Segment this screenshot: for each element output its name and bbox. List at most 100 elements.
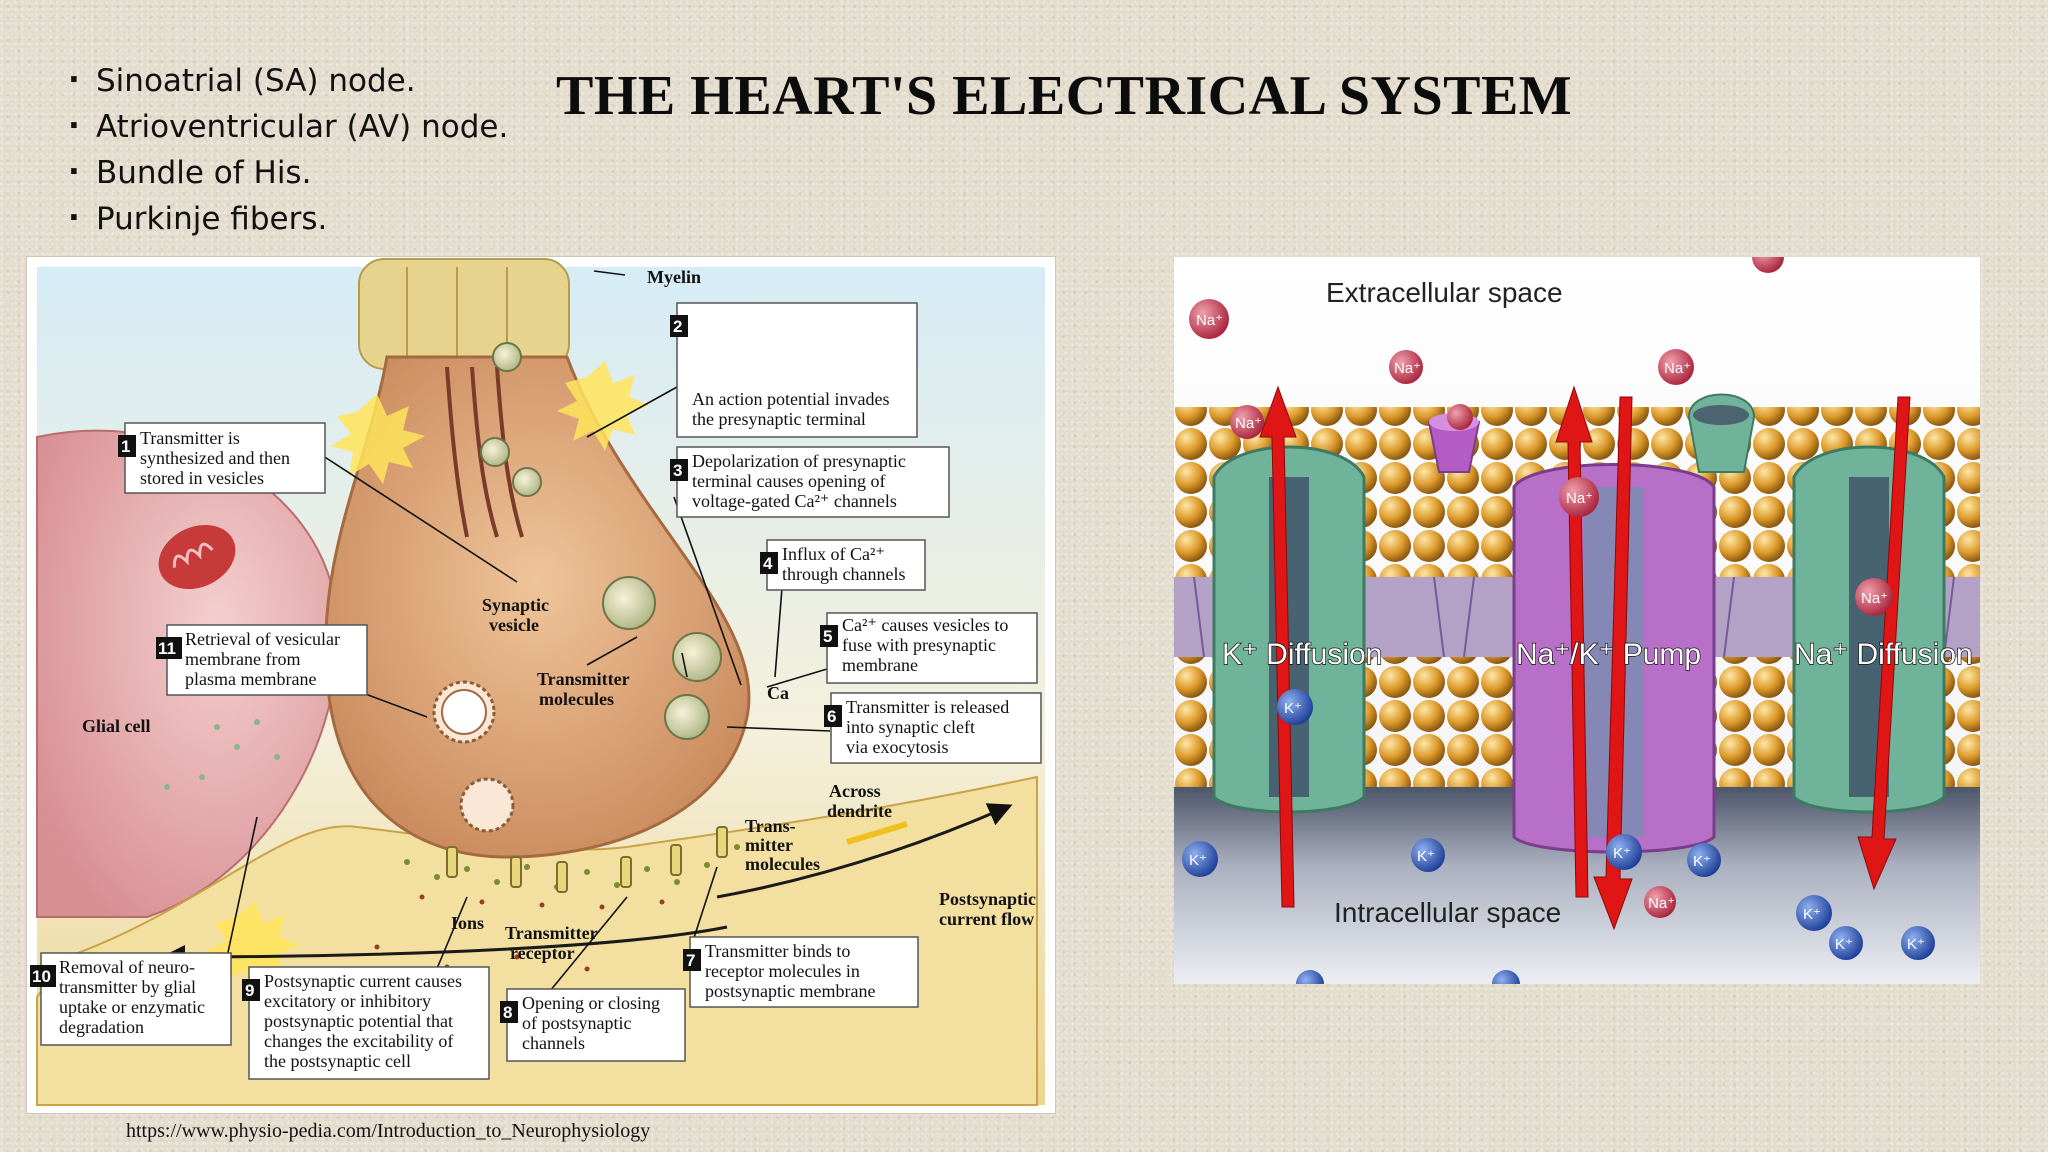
svg-text:excitatory or inhibitory: excitatory or inhibitory <box>264 991 431 1011</box>
label-trans-mitter-1: Trans- <box>745 816 796 836</box>
step-box-10: 10 Removal of neuro- transmitter by glia… <box>30 952 232 1046</box>
label-glial-cell: Glial cell <box>82 716 150 736</box>
step-box-9: 9 Postsynaptic current causes excitatory… <box>242 966 490 1080</box>
svg-text:via exocytosis: via exocytosis <box>846 737 948 757</box>
svg-text:into synaptic cleft: into synaptic cleft <box>846 717 975 737</box>
label-trans-mitter-2: mitter <box>745 835 793 855</box>
step-box-4: 4 Influx of Ca²⁺ through channels <box>760 539 926 591</box>
svg-text:8: 8 <box>503 1003 512 1022</box>
slide-title: THE HEART'S ELECTRICAL SYSTEM <box>556 65 1573 127</box>
label-transmitter-molecules-1: Transmitter <box>537 669 630 689</box>
svg-text:plasma membrane: plasma membrane <box>185 669 316 689</box>
svg-text:K⁺: K⁺ <box>1907 936 1925 953</box>
svg-text:K⁺: K⁺ <box>1189 852 1207 869</box>
svg-text:receptor molecules in: receptor molecules in <box>705 961 860 981</box>
svg-text:Transmitter is released: Transmitter is released <box>846 697 1009 717</box>
label-postsynaptic-current-1: Postsynaptic <box>939 889 1036 909</box>
step-box-7: 7 Transmitter binds to receptor molecule… <box>683 936 919 1008</box>
svg-text:changes the excitability of: changes the excitability of <box>264 1031 453 1051</box>
svg-text:9: 9 <box>245 981 254 1000</box>
step-box-3: 3 Depolarization of presynaptic terminal… <box>670 446 950 518</box>
svg-text:stored in vesicles: stored in vesicles <box>140 468 264 488</box>
bullet-item-sa-node: Sinoatrial (SA) node. <box>66 57 508 104</box>
label-extracellular-space: Extracellular space <box>1326 277 1563 308</box>
mitochondrion-icon <box>158 524 236 590</box>
k-influx-arrow <box>1593 396 1633 931</box>
step-box-8: 8 Opening or closing of postsynaptic cha… <box>500 988 686 1062</box>
svg-text:2: 2 <box>673 317 682 336</box>
step-box-6: 6 Transmitter is released into synaptic … <box>824 692 1042 764</box>
label-myelin: Myelin <box>647 267 701 287</box>
step-box-2: 2 An action potential invades the presyn… <box>670 302 918 438</box>
svg-text:1: 1 <box>121 437 130 456</box>
svg-text:the presynaptic terminal: the presynaptic terminal <box>692 409 866 429</box>
svg-text:K⁺: K⁺ <box>1613 845 1631 862</box>
bullet-list: Sinoatrial (SA) node. Atrioventricular (… <box>66 57 508 242</box>
label-transmitter-receptor-1: Transmitter <box>505 923 598 943</box>
svg-text:Postsynaptic current causes: Postsynaptic current causes <box>264 971 462 991</box>
membrane-diagram: Na⁺ Na⁺ Na⁺ Na⁺ Na⁺ Na⁺ Na⁺ K⁺ K⁺ K⁺ K⁺ … <box>1174 257 1980 984</box>
svg-text:postsynaptic membrane: postsynaptic membrane <box>705 981 875 1001</box>
na-ion-group: Na⁺ Na⁺ Na⁺ Na⁺ Na⁺ Na⁺ Na⁺ <box>1189 257 1893 918</box>
svg-text:6: 6 <box>827 707 836 726</box>
presynaptic-terminal <box>324 355 751 859</box>
svg-text:4: 4 <box>763 554 773 573</box>
na-influx-arrow <box>1857 396 1911 891</box>
na-efflux-arrow <box>1555 385 1593 898</box>
svg-text:K⁺: K⁺ <box>1835 936 1853 953</box>
svg-text:10: 10 <box>32 967 51 986</box>
bullet-item-purkinje-fibers: Purkinje fibers. <box>66 195 508 242</box>
bullet-item-bundle-of-his: Bundle of His. <box>66 149 508 196</box>
k-efflux-arrow <box>1259 385 1297 908</box>
label-ca: Ca <box>767 683 789 703</box>
svg-text:K⁺: K⁺ <box>1284 700 1302 717</box>
label-transmitter-molecules-2: molecules <box>539 689 614 709</box>
label-trans-mitter-3: molecules <box>745 854 820 874</box>
step-box-5: 5 Ca²⁺ causes vesicles to fuse with pres… <box>820 612 1038 684</box>
svg-text:Depolarization of presynaptic: Depolarization of presynaptic <box>692 451 906 471</box>
step-box-1: 1 Transmitter is synthesized and then st… <box>118 422 326 494</box>
bullet-item-av-node: Atrioventricular (AV) node. <box>66 103 508 150</box>
svg-text:membrane from: membrane from <box>185 649 300 669</box>
svg-text:fuse with presynaptic: fuse with presynaptic <box>842 635 996 655</box>
svg-text:Ca²⁺ causes vesicles to: Ca²⁺ causes vesicles to <box>842 615 1008 635</box>
svg-text:Na⁺: Na⁺ <box>1235 415 1262 432</box>
svg-text:3: 3 <box>673 461 682 480</box>
svg-text:K⁺: K⁺ <box>1803 906 1821 923</box>
label-postsynaptic-current-2: current flow <box>939 909 1034 929</box>
label-na-diffusion: Na⁺ Diffusion <box>1794 638 1973 671</box>
svg-text:terminal causes opening of: terminal causes opening of <box>692 471 885 491</box>
k-ion-group: K⁺ K⁺ K⁺ K⁺ K⁺ K⁺ K⁺ K⁺ <box>1182 689 1935 984</box>
svg-text:Removal of neuro-: Removal of neuro- <box>59 957 195 977</box>
label-synaptic-vesicle-1: Synaptic <box>482 595 549 615</box>
svg-text:Na⁺: Na⁺ <box>1664 360 1691 377</box>
label-k-diffusion: K⁺ Diffusion <box>1222 638 1382 671</box>
svg-text:channels: channels <box>522 1033 585 1053</box>
label-ions: Ions <box>451 913 484 933</box>
svg-text:Transmitter is: Transmitter is <box>140 428 240 448</box>
step-box-11: 11 Retrieval of vesicular membrane from … <box>156 624 368 696</box>
label-across-dendrite-1: Across <box>829 781 881 801</box>
svg-text:Na⁺: Na⁺ <box>1394 360 1421 377</box>
svg-text:Na⁺: Na⁺ <box>1196 312 1223 329</box>
synapse-diagram: Myelin Synaptic vesicle Transmitter mole… <box>26 256 1056 1114</box>
svg-text:Retrieval of vesicular: Retrieval of vesicular <box>185 629 340 649</box>
svg-text:transmitter by glial: transmitter by glial <box>59 977 196 997</box>
svg-text:Influx of Ca²⁺: Influx of Ca²⁺ <box>782 544 885 564</box>
synaptic-vesicle <box>602 576 656 630</box>
label-na-k-pump: Na⁺/K⁺ Pump <box>1516 638 1701 671</box>
label-intracellular-space: Intracellular space <box>1334 897 1561 928</box>
svg-text:degradation: degradation <box>59 1017 144 1037</box>
svg-text:11: 11 <box>158 639 176 658</box>
svg-text:through channels: through channels <box>782 564 905 584</box>
label-synaptic-vesicle-2: vesicle <box>489 615 539 635</box>
myelin-sheath <box>358 258 570 370</box>
svg-text:voltage-gated Ca²⁺ channels: voltage-gated Ca²⁺ channels <box>692 491 897 511</box>
svg-text:Opening or closing: Opening or closing <box>522 993 660 1013</box>
svg-text:Na⁺: Na⁺ <box>1566 490 1593 507</box>
svg-text:of postsynaptic: of postsynaptic <box>522 1013 632 1033</box>
svg-text:7: 7 <box>686 951 695 970</box>
svg-text:K⁺: K⁺ <box>1693 853 1711 870</box>
svg-text:An action potential invades: An action potential invades <box>692 389 889 409</box>
svg-text:Transmitter binds to: Transmitter binds to <box>705 941 850 961</box>
